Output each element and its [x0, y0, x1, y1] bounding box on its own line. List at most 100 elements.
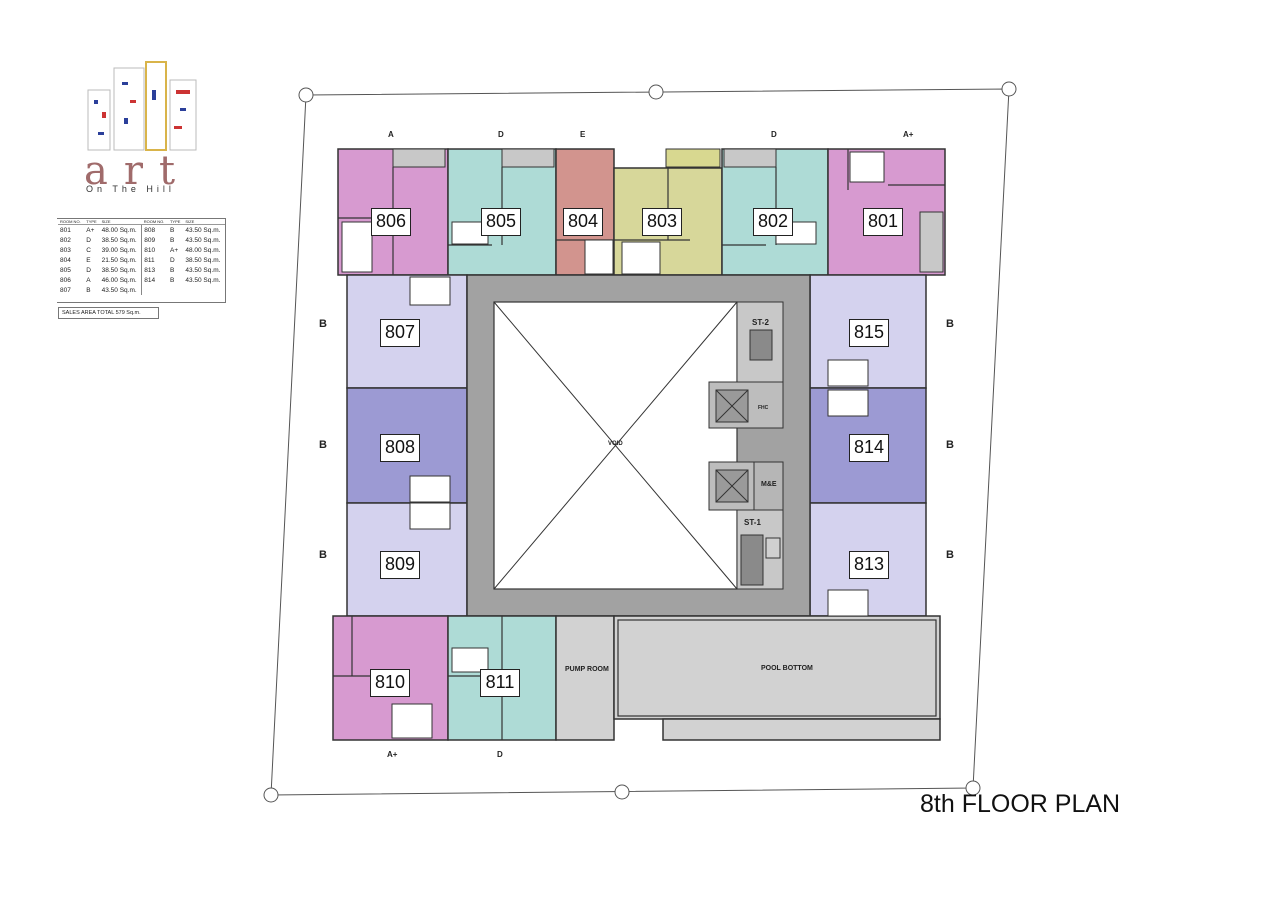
unit-type-label: B: [946, 549, 954, 561]
schedule-cell: 38.50 Sq.m.: [101, 236, 137, 244]
unit-number-805: 805: [481, 208, 521, 236]
schedule-cell: 805: [60, 266, 71, 274]
project-logo: art On The Hill: [84, 60, 208, 200]
logo-wordmark: art: [84, 148, 192, 194]
pump-room-area: [555, 615, 615, 741]
schedule-header: SIZE: [99, 219, 142, 225]
unit-type-label: E: [580, 130, 586, 139]
space-label-stair2: ST-2: [752, 318, 769, 327]
sales-area-total: SALES AREA TOTAL 579 Sq.m.: [58, 307, 159, 319]
schedule-cell: 806: [60, 276, 71, 284]
unit-type-label: A: [388, 130, 394, 139]
space-label-fhc: FHC: [758, 405, 769, 411]
schedule-cell: 810: [141, 245, 168, 255]
lift-lobby: [708, 381, 784, 511]
schedule-cell: [183, 285, 225, 295]
unit-number-814: 814: [849, 434, 889, 462]
schedule-cell: 814: [141, 275, 168, 285]
unit-number-815: 815: [849, 319, 889, 347]
unit-number-810: 810: [370, 669, 410, 697]
schedule-cell: 39.00 Sq.m.: [101, 246, 137, 254]
schedule-cell: 46.00 Sq.m.: [101, 276, 137, 284]
unit-schedule-table: ROOM NO. TYPE SIZE ROOM NO. TYPE SIZE 80…: [58, 219, 225, 295]
schedule-cell: B: [169, 236, 175, 244]
unit-type-label: D: [497, 750, 503, 759]
schedule-cell: 801: [60, 226, 71, 234]
schedule-cell: 803: [60, 246, 71, 254]
space-label-pool-bottom: POOL BOTTOM: [761, 665, 813, 672]
stair-1: [736, 509, 784, 590]
schedule-cell: D: [169, 256, 175, 264]
schedule-cell: 38.50 Sq.m.: [185, 256, 221, 264]
floor-plan-title: 8th FLOOR PLAN: [920, 790, 1121, 818]
schedule-cell: 43.50 Sq.m.: [185, 236, 221, 244]
pool-area: [613, 615, 941, 720]
stair-2: [736, 301, 784, 383]
schedule-cell: A+: [86, 226, 95, 234]
schedule-cell: 43.50 Sq.m.: [185, 276, 221, 284]
unit-type-label: B: [946, 439, 954, 451]
schedule-cell: B: [86, 286, 91, 294]
unit-number-813: 813: [849, 551, 889, 579]
unit-type-label: B: [319, 439, 327, 451]
schedule-cell: 48.00 Sq.m.: [101, 226, 137, 234]
schedule-cell: 38.50 Sq.m.: [101, 266, 137, 274]
unit-number-807: 807: [380, 319, 420, 347]
space-label-pump-room: PUMP ROOM: [565, 666, 609, 673]
schedule-header: TYPE: [84, 219, 100, 225]
schedule-cell: D: [86, 236, 91, 244]
schedule-cell: 48.00 Sq.m.: [185, 246, 221, 254]
schedule-header: ROOM NO.: [141, 219, 168, 225]
space-label-me: M&E: [761, 481, 777, 488]
schedule-cell: C: [86, 246, 91, 254]
schedule-cell: B: [169, 226, 175, 234]
unit-number-803: 803: [642, 208, 682, 236]
unit-number-811: 811: [480, 669, 520, 697]
unit-number-809: 809: [380, 551, 420, 579]
schedule-cell: 802: [60, 236, 71, 244]
schedule-cell: E: [86, 256, 91, 264]
schedule-cell: D: [86, 266, 91, 274]
unit-number-802: 802: [753, 208, 793, 236]
grid-markers: [263, 81, 1017, 803]
schedule-cell: 811: [141, 255, 168, 265]
unit-type-label: B: [319, 549, 327, 561]
logo-subtitle: On The Hill: [86, 184, 175, 194]
logo-buildings: [87, 61, 197, 151]
schedule-header: TYPE: [167, 219, 184, 225]
space-label-stair1: ST-1: [744, 518, 761, 527]
schedule-frame: [57, 218, 226, 303]
schedule-cell: B: [169, 266, 175, 274]
schedule-header-row: ROOM NO. TYPE SIZE ROOM NO. TYPE SIZE: [58, 219, 225, 225]
unit-number-806: 806: [371, 208, 411, 236]
unit-type-label: D: [771, 130, 777, 139]
schedule-cell: 21.50 Sq.m.: [101, 256, 137, 264]
unit-type-label: A+: [903, 130, 914, 139]
schedule-cell: 43.50 Sq.m.: [185, 266, 221, 274]
schedule-cell: 43.50 Sq.m.: [185, 226, 221, 234]
schedule-header: ROOM NO.: [58, 219, 85, 225]
unit-type-label: B: [319, 318, 327, 330]
unit-number-801: 801: [863, 208, 903, 236]
unit-type-label: A+: [387, 750, 398, 759]
schedule-cell: [141, 285, 168, 295]
schedule-cell: [168, 285, 183, 295]
bathroom-fixtures: [341, 151, 885, 739]
schedule-cell: 43.50 Sq.m.: [101, 286, 137, 294]
schedule-cell: 813: [141, 265, 168, 275]
schedule-cell: 808: [141, 224, 168, 235]
unit-type-label: D: [498, 130, 504, 139]
schedule-cell: B: [169, 276, 175, 284]
unit-type-label: B: [946, 318, 954, 330]
schedule-cell: 809: [141, 235, 168, 245]
schedule-cell: 804: [60, 256, 71, 264]
unit-number-804: 804: [563, 208, 603, 236]
schedule-cell: A+: [169, 246, 179, 254]
